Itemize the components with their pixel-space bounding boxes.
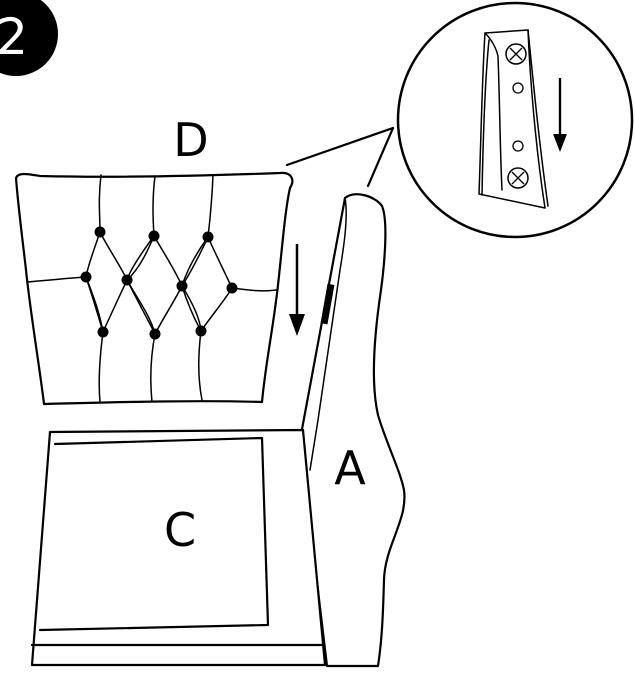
tuft-button [121,274,133,286]
tuft-button [176,280,188,292]
bracket-hole [512,82,524,94]
bracket-outline [478,29,546,209]
tuft-button [149,328,161,340]
phillips-screw-icon [505,43,527,65]
step-number: 2 [0,8,28,66]
magnifier-circle-icon [396,1,634,239]
step-badge: 2 [0,0,58,76]
tuft-button [97,326,109,338]
step-badge-circle [0,0,58,76]
tuft-button [202,231,214,243]
arrow-down-icon [289,244,305,336]
bracket-flange [484,32,503,191]
seat-c: C [30,428,327,667]
bracket-edge [527,29,549,207]
phillips-screw-icon [507,167,529,189]
part-label-d: D [173,113,208,167]
part-label-a: A [334,441,366,495]
bracket-flange [481,39,490,196]
tuft-button [148,230,160,242]
side-panel-a: A [298,193,406,668]
bracket-hole [512,140,524,152]
tuft-button [94,226,106,238]
side-panel-inner-edge [309,197,347,471]
backrest-outline [14,171,294,406]
tuft-button [80,271,92,283]
callout-leaders [285,126,395,188]
backrest-d: D [14,113,294,406]
arrow-down-icon [553,78,567,152]
tuft-button [195,325,207,337]
tuft-button [226,282,238,294]
seat-outline [30,428,327,667]
seat-cushion-panel [38,436,270,632]
part-label-c: C [164,503,196,557]
bracket-slot [320,283,335,325]
